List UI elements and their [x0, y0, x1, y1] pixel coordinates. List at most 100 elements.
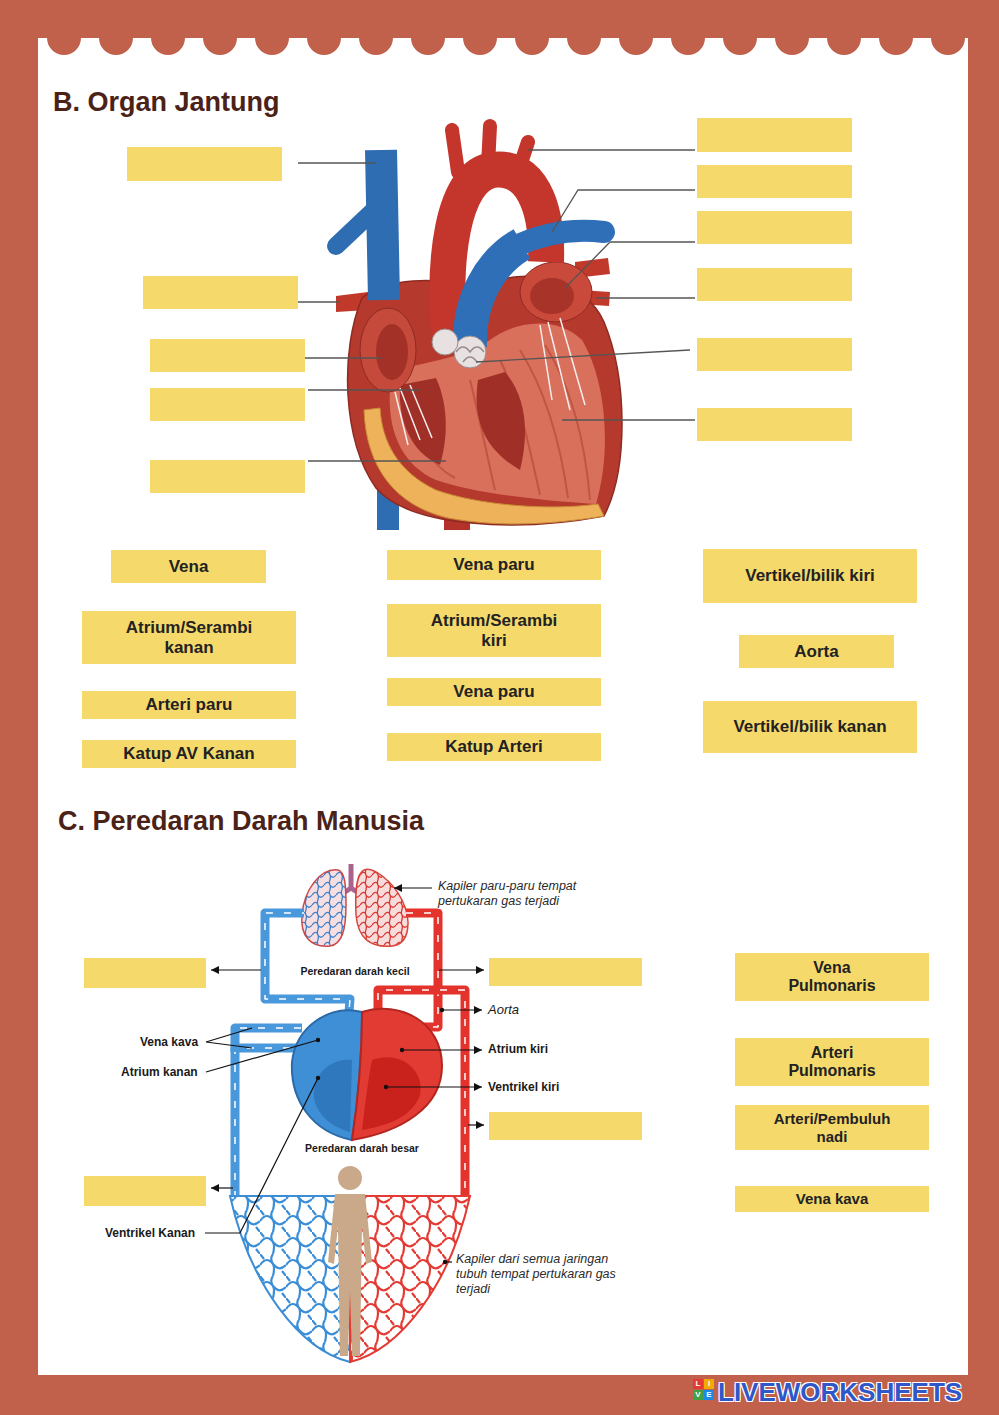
callout-arrows	[442, 1009, 482, 1010]
heart-leader-lines	[308, 389, 420, 390]
logo-letter: I	[704, 1379, 714, 1389]
answer-blank	[697, 118, 852, 152]
callout-dots	[316, 1038, 320, 1042]
answer-blank	[84, 1176, 206, 1206]
heart-illustration	[470, 244, 522, 348]
heart-leader-lines	[596, 297, 695, 298]
callout-arrows	[206, 1040, 318, 1072]
heart-leader-lines	[552, 190, 695, 232]
callout-dots	[440, 1008, 444, 1012]
callout-arrows	[211, 1187, 233, 1188]
card-text: Katup AV Kanan	[123, 744, 254, 764]
callout-arrows	[439, 969, 484, 970]
callout-arrows	[206, 1028, 252, 1048]
card-text: Katup Arteri	[445, 737, 543, 757]
callout-dots	[316, 1076, 320, 1080]
heart-illustration	[336, 212, 372, 246]
heart-illustration	[454, 336, 486, 368]
answer-blank	[489, 1112, 642, 1140]
card-text: Vena paru	[453, 682, 534, 702]
page-panel	[567, 21, 601, 55]
callout-arrows	[205, 1078, 318, 1233]
answer-blank	[143, 276, 298, 309]
callout-arrows	[205, 888, 484, 1262]
page-panel	[255, 21, 289, 55]
heart-illustration	[376, 324, 408, 380]
diagram-label: Peredaran darah kecil	[290, 965, 420, 978]
page-panel	[99, 21, 133, 55]
circulation-diagram	[230, 1196, 350, 1362]
card-text: Vertikel/bilik kanan	[733, 717, 886, 737]
page-panel	[619, 21, 653, 55]
word-bank-card: Atrium/Serambi kiri	[387, 604, 601, 657]
heart-illustration	[477, 372, 525, 470]
answer-blank	[697, 268, 852, 301]
page-panel	[515, 21, 549, 55]
word-bank-card: Katup Arteri	[387, 733, 601, 761]
word-bank-card: Atrium/Serambi kanan	[82, 611, 296, 664]
diagram-label: Aorta	[488, 1002, 519, 1018]
circulation-diagram	[235, 1048, 298, 1198]
human-figure	[338, 1166, 362, 1190]
word-bank-card: Vena	[111, 550, 266, 583]
callout-arrows	[211, 969, 261, 970]
word-bank-card: Arteri/Pembuluh nadi	[735, 1105, 929, 1150]
heart-leader-lines	[528, 149, 695, 150]
callout-dots	[443, 1260, 447, 1264]
word-bank-card: Vena Pulmonaris	[735, 953, 929, 1001]
human-figure	[328, 1194, 372, 1356]
answer-blank	[697, 165, 852, 198]
heart-illustration	[360, 308, 416, 392]
circulation-diagram	[352, 1009, 442, 1140]
card-text: Vena kava	[796, 1190, 869, 1207]
diagram-label: Atrium kanan	[121, 1065, 198, 1079]
page-panel	[931, 21, 965, 55]
callout-dots	[316, 1008, 447, 1264]
word-bank-card: Vena paru	[387, 678, 601, 706]
diagram-label: Ventrikel Kanan	[105, 1226, 195, 1240]
word-bank-card: Vertikel/bilik kiri	[703, 549, 917, 603]
callout-arrows	[402, 1049, 482, 1050]
diagram-label: Peredaran darah besar	[297, 1142, 427, 1155]
card-text: Aorta	[794, 642, 838, 662]
heart-illustration	[452, 126, 528, 172]
circulation-diagram	[356, 869, 408, 946]
page-panel	[879, 21, 913, 55]
heart-leader-lines	[298, 301, 340, 302]
page-panel	[463, 21, 497, 55]
page-panel	[38, 21, 968, 1375]
page-panel	[151, 21, 185, 55]
page-panel	[47, 21, 965, 55]
heart-illustration	[395, 318, 585, 445]
page-panel	[671, 21, 705, 55]
card-text: Arteri Pulmonaris	[767, 1044, 897, 1081]
callout-arrows	[394, 887, 432, 888]
word-bank-card: Vena kava	[735, 1186, 929, 1212]
section-heading: B. Organ Jantung	[53, 86, 280, 118]
page-panel	[38, 38, 968, 1375]
diagram-label: Atrium kiri	[488, 1042, 548, 1056]
page-panel	[203, 21, 237, 55]
callout-dots	[400, 1048, 404, 1052]
callout-arrows	[386, 1086, 482, 1087]
heart-leader-lines	[476, 350, 690, 362]
human-figure	[328, 1166, 372, 1356]
circulation-diagram	[292, 1010, 362, 1140]
callout-arrows	[468, 1124, 484, 1125]
answer-blank	[127, 147, 282, 181]
heart-illustration	[530, 278, 574, 314]
page-panel	[411, 21, 445, 55]
circulation-diagram	[350, 1196, 470, 1362]
card-text: Arteri/Pembuluh nadi	[757, 1110, 907, 1145]
heart-leader-lines	[298, 162, 376, 163]
heart-leader-lines	[305, 357, 382, 358]
word-bank-card: Aorta	[739, 635, 894, 668]
answer-blank	[697, 211, 852, 244]
logo-letter: E	[704, 1390, 714, 1400]
heart-illustration	[400, 378, 446, 465]
word-bank-card: Arteri Pulmonaris	[735, 1038, 929, 1086]
answer-blank	[150, 388, 305, 421]
section-heading: C. Peredaran Darah Manusia	[58, 805, 424, 837]
circulation-diagram	[235, 1028, 302, 1052]
answer-blank	[489, 958, 642, 986]
